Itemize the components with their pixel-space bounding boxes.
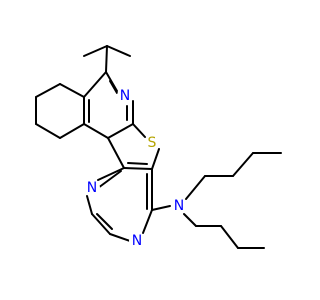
pyridine-bond bbox=[107, 123, 134, 139]
pyrimidine-nitrogen-left-atom: N bbox=[84, 180, 100, 196]
pyridine-bond bbox=[83, 71, 107, 98]
butyl-upper-bond bbox=[232, 152, 254, 177]
atom-label-layer: N S N N N bbox=[84, 88, 187, 249]
thiophene-sulfur-label: S bbox=[148, 135, 157, 151]
pyridine-nitrogen-atom: N bbox=[117, 88, 133, 104]
pyrimidine-bond bbox=[142, 209, 153, 234]
cyclohexane-bond bbox=[35, 123, 61, 139]
cyclohexane-bond bbox=[59, 123, 85, 139]
thiophene-double-bond bbox=[127, 162, 148, 165]
isopropyl-bond bbox=[105, 45, 108, 73]
amine-nitrogen-atom: N bbox=[171, 198, 187, 214]
bond-layer bbox=[35, 45, 282, 249]
isopropyl-bond bbox=[83, 45, 108, 57]
pyrimidine-double-bond bbox=[96, 213, 113, 230]
thiophene-bond bbox=[123, 167, 153, 170]
thiophene-sulfur-atom: S bbox=[144, 135, 160, 151]
pyrimidine-double-bond bbox=[97, 170, 122, 189]
pyridine-bond bbox=[105, 71, 118, 92]
pyrimidine-bond bbox=[97, 167, 125, 181]
amine-bond bbox=[151, 205, 171, 211]
cyclohexane-bond bbox=[35, 83, 61, 98]
pyridine-double-bond bbox=[109, 80, 118, 94]
pyrimidine-bond bbox=[86, 195, 93, 215]
pyrimidine-nitrogen-right-label: N bbox=[132, 233, 142, 249]
thiophene-bond bbox=[151, 148, 160, 170]
butyl-upper-bond bbox=[185, 175, 206, 200]
isopropyl-bond bbox=[106, 45, 131, 57]
thiophene-bond bbox=[107, 137, 125, 169]
pyrimidine-nitrogen-left-label: N bbox=[87, 180, 97, 196]
pyridine-bond bbox=[83, 123, 109, 139]
thiophene-bond bbox=[132, 123, 146, 138]
butyl-lower-bond bbox=[183, 213, 197, 227]
butyl-lower-bond bbox=[220, 225, 239, 249]
cyclohexane-bond bbox=[59, 83, 85, 98]
pyrimidine-bond bbox=[109, 233, 131, 242]
pyrimidine-nitrogen-right-atom: N bbox=[129, 233, 145, 249]
amine-nitrogen-label: N bbox=[174, 198, 184, 214]
pyridine-nitrogen-label: N bbox=[120, 88, 130, 104]
pyrimidine-bond bbox=[91, 213, 111, 235]
molecule-structure: N S N N N bbox=[35, 45, 282, 249]
